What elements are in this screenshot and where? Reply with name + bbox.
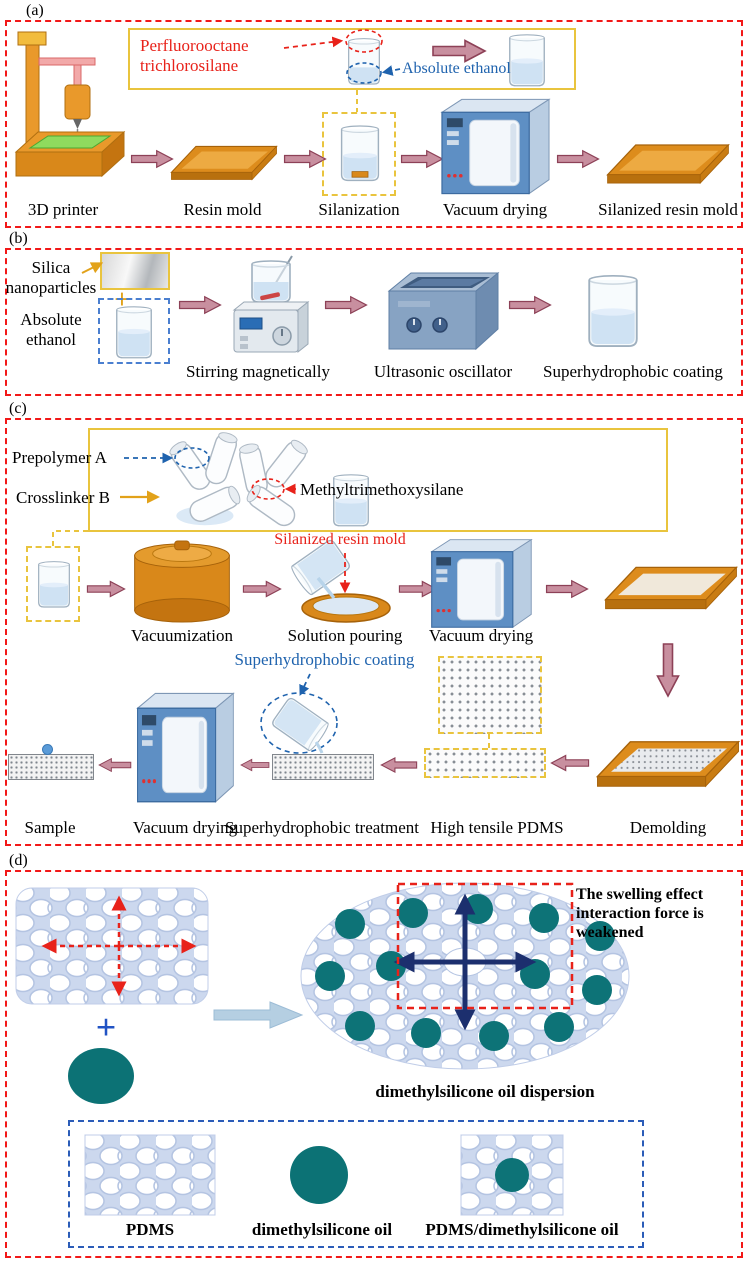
legend-label-pdms: PDMS [125,1220,175,1239]
coating-beaker-illustration [582,272,644,352]
step-label-pdms: High tensile PDMS [430,818,564,837]
ethanol-label: Absolute ethanol [402,60,511,77]
panel-b-border [5,248,743,396]
flow-arrow-left-icon [240,752,270,778]
ethanol-beaker-illustration [108,306,160,360]
panel-c-border [5,418,743,846]
panel-a-tag: (a) [26,2,44,19]
step-label-stirring: Stirring magnetically [186,362,330,381]
pdms-network-illustration [14,886,210,1008]
plus-sign: + [95,1007,117,1047]
dispersion-network-illustration [298,880,632,1082]
legend-label-mix: PDMS/dimethylsilicone oil [425,1220,619,1239]
step-label-vacuum-drying: Vacuum drying [132,818,238,837]
dispersion-label: dimethylsilicone oil dispersion [375,1082,595,1101]
pdms-strip [424,748,546,778]
chemical-label: Perfluorooctane trichlorosilane [140,36,249,76]
ultrasonic-oscillator-illustration [386,262,501,354]
resin-mold-illustration [170,140,278,186]
step-label-vacuum-drying: Vacuum drying [428,626,534,645]
sample-strip [8,754,94,780]
flow-arrow-right-icon [130,146,174,172]
legend-mix-swatch [460,1134,564,1216]
flow-arrow-right-icon [178,292,222,318]
flow-arrow-left-icon [380,752,418,778]
ethanol-label: Absolute ethanol [20,310,82,350]
silanization-box [322,112,396,196]
panel-c-tag: (c) [9,400,27,417]
panel-d-tag: (d) [9,852,28,869]
flow-arrow-right-icon [324,292,368,318]
step-label-resin-mold: Resin mold [183,200,262,219]
vacuum-oven-illustration [428,536,534,630]
panel-d-border [5,870,743,1258]
oval-mold-illustration [300,592,392,624]
step-label-treatment: Superhydrophobic treatment [224,818,420,837]
flow-arrow-down-icon [640,642,696,698]
reagent-beaker-illustration [344,38,384,86]
flow-arrow-right-icon [508,292,552,318]
legend-oil-swatch [288,1144,350,1206]
step-label-coating: Superhydrophobic coating [543,362,723,381]
legend-label-oil: dimethylsilicone oil [251,1220,393,1239]
flow-arrow-left-icon [550,750,590,776]
silica-label: Silica nanoparticles [5,258,97,298]
step-label-ultrasonic: Ultrasonic oscillator [373,362,513,381]
filled-mold-illustration [600,562,742,614]
step-label-demolding: Demolding [629,818,707,837]
ethanol-box [98,298,170,364]
pdms-zoom-box [438,656,542,734]
step-label-silanization: Silanization [318,200,400,219]
water-drop-icon [42,744,53,755]
legend-pdms-swatch [84,1134,216,1216]
magnetic-stirrer-illustration [228,254,316,358]
ethanol-beaker-illustration [504,34,550,88]
coating-note: Superhydrophobic coating [234,650,415,669]
flow-arrow-right-icon [283,146,327,172]
step-label-pouring: Solution pouring [287,626,403,645]
silanized-mold-note: Silanized resin mold [274,531,406,548]
silicone-oil-illustration [66,1046,136,1106]
mixture-beaker-illustration [328,474,374,528]
silanization-beaker-illustration [336,120,384,188]
prepolymer-annotation-box [88,428,668,532]
swelling-note: The swelling effect interaction force is… [576,886,704,941]
vacuum-oven-illustration [134,690,236,804]
step-label-silanized-mold: Silanized resin mold [598,200,738,219]
panel-b-tag: (b) [9,230,28,247]
flow-arrow-left-icon [98,752,132,778]
flow-arrow-right-icon [400,146,444,172]
step-label-3d-printer: 3D printer [27,200,99,219]
silane-label: Methyltrimethoxysilane [300,480,464,499]
prepolymer-label: Prepolymer A [12,448,107,467]
mixture-beaker-illustration [34,556,74,614]
treated-strip [272,754,374,780]
step-label-vacuumization: Vacuumization [131,626,233,645]
flow-arrow-right-icon [556,146,600,172]
vacuum-oven-illustration [438,96,552,196]
flow-arrow-right-icon [430,38,488,64]
transform-arrow-icon [212,1000,304,1030]
flow-arrow-right-icon [86,576,126,602]
printer-illustration [12,30,127,195]
step-label-vacuum-drying: Vacuum drying [442,200,548,219]
step-label-sample: Sample [24,818,76,837]
pouring-beaker-illustration [282,528,360,606]
vacuum-tank-illustration [130,540,234,624]
silanized-mold-illustration [596,140,740,188]
crosslinker-label: Crosslinker B [16,488,110,507]
panel-a-border [5,20,743,228]
reagent-annotation-box [128,28,576,90]
demolding-tray-illustration [594,736,742,792]
flow-arrow-right-icon [242,576,282,602]
flow-arrow-right-icon [398,576,438,602]
flow-arrow-right-icon [545,576,589,602]
legend-box [68,1120,644,1248]
